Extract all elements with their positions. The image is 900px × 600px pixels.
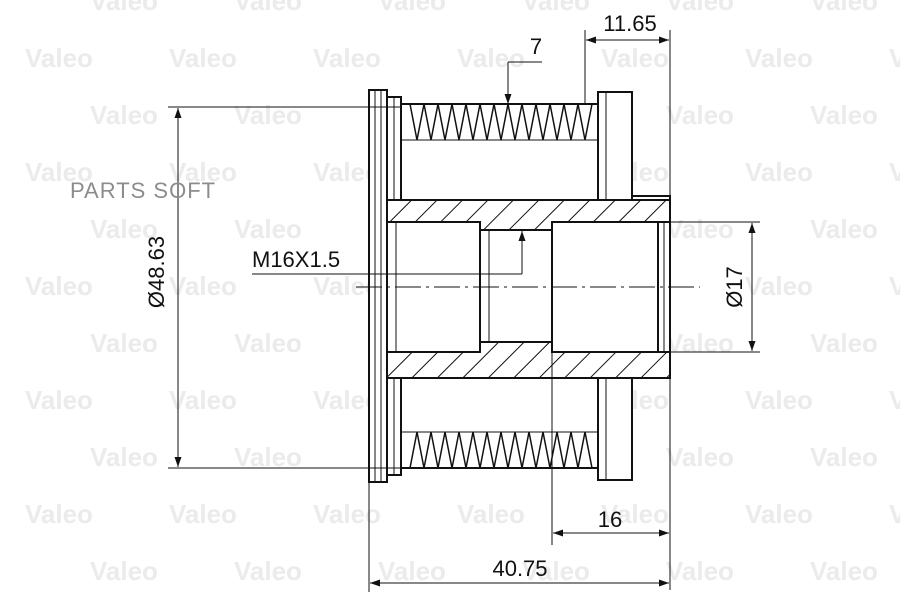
watermark-text: Valeo bbox=[234, 0, 302, 16]
watermark-text: Valeo bbox=[25, 385, 93, 415]
watermark-text: Valeo bbox=[666, 442, 734, 472]
bore-depth-dimension: 16 bbox=[551, 352, 671, 590]
watermark-text: Valeo bbox=[457, 499, 525, 529]
watermark-text: Valeo bbox=[810, 556, 878, 586]
right-offset-dimension: 11.65 bbox=[584, 11, 671, 200]
watermark-text: Valeo bbox=[810, 100, 878, 130]
thread-label: M16X1.5 bbox=[252, 247, 340, 272]
watermark-text: Valeo bbox=[666, 328, 734, 358]
watermark-text: Valeo bbox=[889, 157, 900, 187]
watermark-text: Valeo bbox=[378, 556, 446, 586]
watermark-text: Valeo bbox=[601, 43, 669, 73]
outer-diameter-label: Ø48.63 bbox=[144, 236, 169, 308]
watermark-text: Valeo bbox=[378, 0, 446, 16]
total-length-label: 40.75 bbox=[492, 556, 547, 581]
watermark-text: Valeo bbox=[522, 0, 590, 16]
watermark-text: Valeo bbox=[889, 385, 900, 415]
watermark-text: Valeo bbox=[313, 43, 381, 73]
watermark-text: Valeo bbox=[889, 271, 900, 301]
watermark-text: Valeo bbox=[234, 442, 302, 472]
watermark-text: Valeo bbox=[90, 100, 158, 130]
thread-dimension: M16X1.5 bbox=[252, 231, 526, 275]
watermark-text: Valeo bbox=[90, 0, 158, 16]
outer-diameter-dimension: Ø48.63 bbox=[144, 106, 400, 469]
watermark-text: Valeo bbox=[666, 0, 734, 16]
total-length-dimension: 40.75 bbox=[368, 482, 669, 592]
groove-band-top bbox=[400, 103, 599, 201]
parts-soft-watermark: PARTS SOFT bbox=[70, 178, 216, 203]
watermark-text: Valeo bbox=[234, 556, 302, 586]
watermark-text: Valeo bbox=[313, 499, 381, 529]
right-offset-label: 11.65 bbox=[603, 11, 656, 36]
watermark-text: Valeo bbox=[234, 214, 302, 244]
watermark-text: Valeo bbox=[169, 271, 237, 301]
groove-band-bottom bbox=[400, 371, 599, 469]
watermark-text: Valeo bbox=[25, 157, 93, 187]
watermark-text: Valeo bbox=[745, 43, 813, 73]
watermark-text: Valeo bbox=[745, 271, 813, 301]
watermark-text: Valeo bbox=[234, 100, 302, 130]
thread-bore bbox=[479, 229, 553, 343]
bore-depth-label: 16 bbox=[598, 507, 622, 532]
watermark-text: Valeo bbox=[810, 0, 878, 16]
watermark-text: Valeo bbox=[25, 271, 93, 301]
watermark-text: Valeo bbox=[745, 157, 813, 187]
watermark-text: Valeo bbox=[666, 100, 734, 130]
watermark-text: Valeo bbox=[810, 442, 878, 472]
watermark-text: Valeo bbox=[889, 43, 900, 73]
watermark-text: Valeo bbox=[169, 499, 237, 529]
watermark-text: Valeo bbox=[169, 385, 237, 415]
watermark-text: Valeo bbox=[601, 499, 669, 529]
groove-count-label: 7 bbox=[530, 34, 542, 59]
watermark-text: Valeo bbox=[810, 328, 878, 358]
watermark-text: Valeo bbox=[90, 442, 158, 472]
bore-diameter-label: Ø17 bbox=[722, 266, 747, 308]
watermark-text: Valeo bbox=[745, 385, 813, 415]
watermark-text: Valeo bbox=[889, 499, 900, 529]
watermark-text: Valeo bbox=[25, 43, 93, 73]
watermark-text: Valeo bbox=[745, 499, 813, 529]
watermark-text: Valeo bbox=[666, 214, 734, 244]
watermark-text: Valeo bbox=[90, 556, 158, 586]
pulley-body bbox=[356, 89, 700, 483]
watermark-text: Valeo bbox=[810, 214, 878, 244]
watermark-text: Valeo bbox=[90, 328, 158, 358]
watermark-text: Valeo bbox=[666, 556, 734, 586]
watermark-text: Valeo bbox=[457, 43, 525, 73]
groove-count-dimension: 7 bbox=[504, 34, 542, 104]
watermark-text: Valeo bbox=[25, 499, 93, 529]
watermark-text: Valeo bbox=[90, 214, 158, 244]
watermark-text: Valeo bbox=[234, 328, 302, 358]
left-flange bbox=[368, 89, 388, 483]
bore-diameter-dimension: Ø17 bbox=[658, 221, 760, 353]
watermark-text: Valeo bbox=[169, 43, 237, 73]
